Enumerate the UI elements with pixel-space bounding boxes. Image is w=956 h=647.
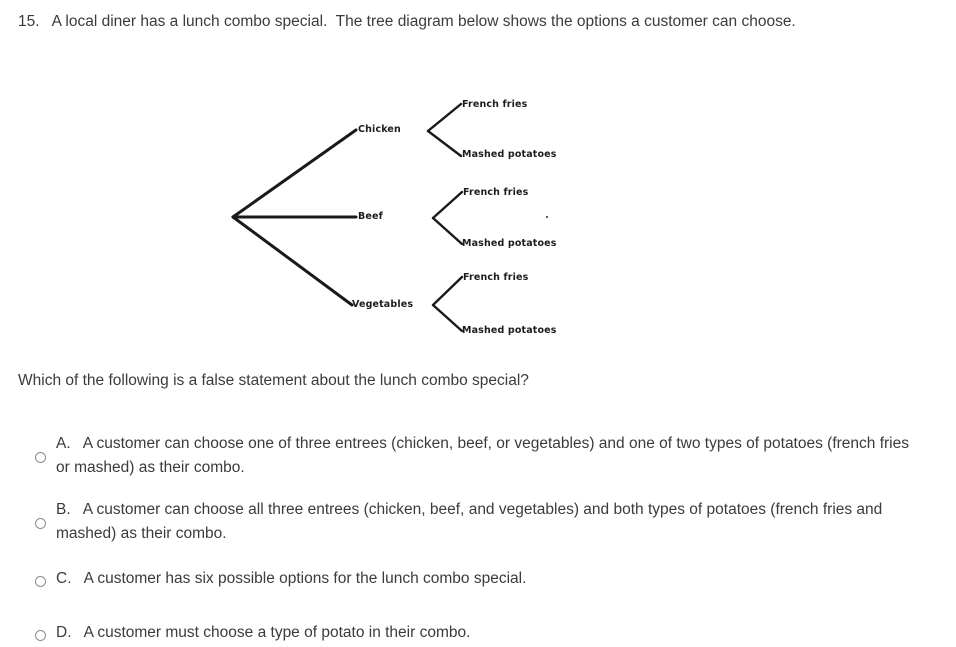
- tree-diagram-lines: [231, 102, 464, 333]
- tree-node-chicken-mashed-potatoes: Mashed potatoes: [462, 149, 557, 160]
- radio-button-c[interactable]: [35, 576, 46, 587]
- answer-choice-d[interactable]: D. A customer must choose a type of pota…: [0, 621, 956, 645]
- radio-button-d[interactable]: [35, 630, 46, 641]
- radio-button-a[interactable]: [35, 452, 46, 463]
- tree-node-vegetables-mashed-potatoes: Mashed potatoes: [462, 325, 557, 336]
- answer-choice-b[interactable]: B. A customer can choose all three entre…: [0, 498, 956, 546]
- answer-choice-c-text: C. A customer has six possible options f…: [56, 570, 527, 587]
- answer-choice-b-text: B. A customer can choose all three entre…: [56, 501, 887, 542]
- tree-node-beef-mashed-potatoes: Mashed potatoes: [462, 238, 557, 249]
- tree-node-beef: Beef: [358, 211, 383, 222]
- tree-node-beef-french-fries: French fries: [463, 187, 529, 198]
- tree-node-vegetables-french-fries: French fries: [463, 272, 529, 283]
- speck-artifact: [546, 216, 548, 218]
- tree-node-chicken-french-fries: French fries: [462, 99, 528, 110]
- answer-choice-a-text: A. A customer can choose one of three en…: [56, 435, 914, 476]
- answer-choices: A. A customer can choose one of three en…: [0, 430, 956, 645]
- lead-in-question: Which of the following is a false statem…: [18, 372, 529, 389]
- answer-choice-d-text: D. A customer must choose a type of pota…: [56, 624, 471, 641]
- tree-diagram: Chicken Beef Vegetables French fries Mas…: [0, 80, 640, 355]
- tree-node-vegetables: Vegetables: [352, 299, 414, 310]
- answer-choice-a[interactable]: A. A customer can choose one of three en…: [0, 432, 956, 480]
- answer-choice-c[interactable]: C. A customer has six possible options f…: [0, 567, 956, 591]
- question-stem: 15. A local diner has a lunch combo spec…: [18, 13, 796, 30]
- radio-button-b[interactable]: [35, 518, 46, 529]
- tree-node-chicken: Chicken: [358, 124, 401, 135]
